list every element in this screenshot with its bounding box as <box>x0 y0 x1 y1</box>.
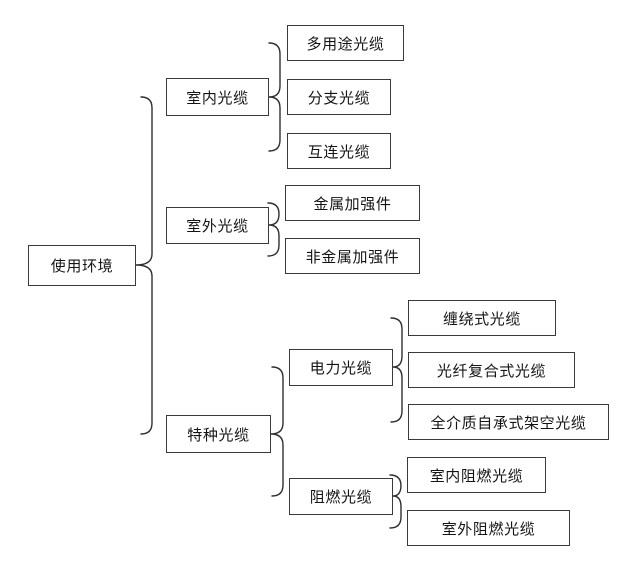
node-flame_outdoor[interactable]: 室外阻燃光缆 <box>407 510 570 546</box>
node-special[interactable]: 特种光缆 <box>166 415 271 453</box>
node-label-composite: 光纤复合式光缆 <box>436 361 547 380</box>
node-adss[interactable]: 全介质自承式架空光缆 <box>408 404 609 440</box>
node-metal[interactable]: 金属加强件 <box>285 185 420 221</box>
node-label-flame: 阻燃光缆 <box>309 488 373 506</box>
node-branch[interactable]: 分支光缆 <box>287 79 391 115</box>
node-power[interactable]: 电力光缆 <box>289 349 393 386</box>
brace-indoor <box>268 42 281 152</box>
node-label-flame_indoor: 室内阻燃光缆 <box>429 466 524 485</box>
node-wrapped[interactable]: 缠绕式光缆 <box>408 300 556 336</box>
node-multipurpose[interactable]: 多用途光缆 <box>287 25 404 61</box>
node-label-indoor: 室内光缆 <box>186 88 249 107</box>
node-label-multipurpose: 多用途光缆 <box>306 34 385 53</box>
node-label-power: 电力光缆 <box>309 359 373 377</box>
brace-power <box>390 317 403 423</box>
node-interconnect[interactable]: 互连光缆 <box>287 133 391 169</box>
node-label-outdoor: 室外光缆 <box>186 217 249 235</box>
node-composite[interactable]: 光纤复合式光缆 <box>408 352 575 388</box>
node-label-adss: 全介质自承式架空光缆 <box>430 413 587 432</box>
node-label-interconnect: 互连光缆 <box>307 142 371 161</box>
node-indoor[interactable]: 室内光缆 <box>166 78 269 116</box>
node-label-metal: 金属加强件 <box>313 194 392 213</box>
node-outdoor[interactable]: 室外光缆 <box>166 207 269 244</box>
node-nonmetal[interactable]: 非金属加强件 <box>285 238 420 274</box>
node-label-branch: 分支光缆 <box>307 88 371 107</box>
node-label-flame_outdoor: 室外阻燃光缆 <box>441 519 536 538</box>
brace-flame <box>389 474 402 529</box>
node-label-root: 使用环境 <box>50 257 114 275</box>
brace-root <box>135 96 153 435</box>
node-root[interactable]: 使用环境 <box>28 245 136 286</box>
node-label-wrapped: 缠绕式光缆 <box>442 309 521 328</box>
node-label-special: 特种光缆 <box>187 425 250 444</box>
node-flame_indoor[interactable]: 室内阻燃光缆 <box>407 457 546 493</box>
node-flame[interactable]: 阻燃光缆 <box>289 478 393 515</box>
brace-outdoor <box>267 202 280 257</box>
node-label-nonmetal: 非金属加强件 <box>305 247 400 266</box>
brace-special <box>270 366 284 497</box>
